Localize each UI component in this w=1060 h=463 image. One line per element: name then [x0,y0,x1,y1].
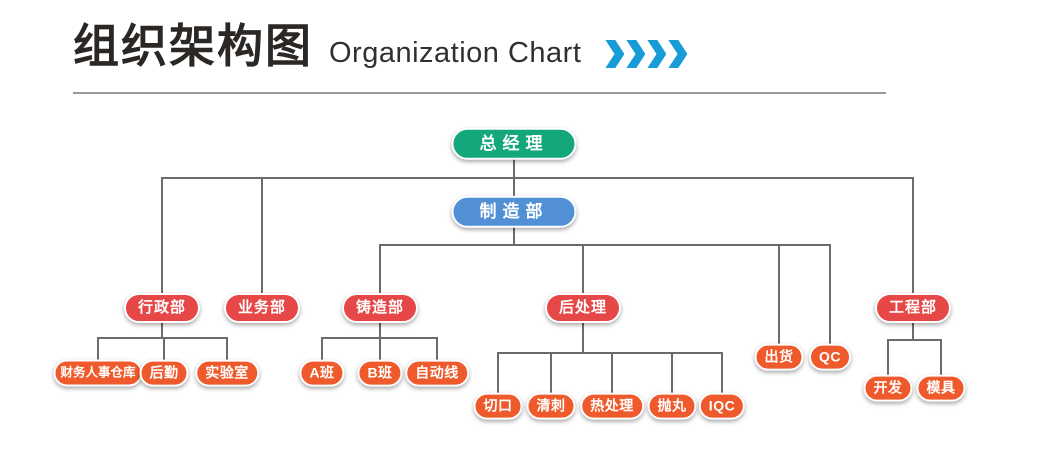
connector-line [97,338,99,362]
connector-line [912,178,914,295]
org-node-business-dept: 业务部 [223,293,301,323]
chevron-icon [626,40,646,68]
org-node-admin-dept: 行政部 [123,293,201,323]
connector-line [379,245,381,295]
connector-line [829,245,831,345]
chevron-icon [668,40,688,68]
chevron-icon [647,40,667,68]
org-node-shipping: 出货 [754,343,804,371]
connector-line [550,353,552,395]
org-node-finance-hr-warehouse: 财务人事仓库 [53,359,143,387]
connector-line [163,338,165,362]
connector-line [436,338,438,362]
connector-line [321,338,323,362]
connector-line [513,226,515,245]
org-node-cutting: 切口 [473,392,523,420]
page-header: 组织架构图 Organization Chart [73,14,689,78]
connector-line [582,321,584,353]
connector-line [778,245,780,345]
connector-line [379,321,381,338]
connector-line [940,340,942,377]
org-node-laboratory: 实验室 [195,359,259,387]
page-title-chinese: 组织架构图 [73,20,313,72]
chevron-arrows-icon [605,40,689,68]
connector-line [513,178,515,199]
connector-line [721,353,723,395]
connector-line [887,339,942,341]
org-node-qc: QC [809,343,851,371]
connector-line [226,338,228,362]
org-node-iqc: IQC [698,392,746,420]
page-title-english: Organization Chart [329,36,582,69]
connector-line [887,340,889,377]
org-node-logistics: 后勤 [139,359,189,387]
org-node-general-manager: 总经理 [451,127,577,161]
org-node-manufacturing-dept: 制造部 [451,195,577,229]
connector-line [379,244,831,246]
org-node-auto-line: 自动线 [405,359,469,387]
connector-line [671,353,673,395]
org-node-shift-b: B班 [357,359,403,387]
connector-line [161,321,163,338]
org-node-heat-treatment: 热处理 [580,392,644,420]
connector-line [497,353,499,395]
org-node-casting-dept: 铸造部 [341,293,419,323]
org-node-mold: 模具 [916,374,966,402]
chevron-icon [605,40,625,68]
connector-line [379,338,381,362]
connector-line [261,178,263,295]
header-divider [73,92,886,94]
connector-line [513,158,515,178]
connector-line [161,178,163,295]
connector-line [161,177,914,179]
org-node-post-processing: 后处理 [544,293,622,323]
org-node-development: 开发 [863,374,913,402]
connector-line [912,321,914,340]
connector-line [497,352,723,354]
connector-line [582,245,584,295]
connector-line [97,337,228,339]
org-node-deburring: 清刺 [526,392,576,420]
org-node-shift-a: A班 [299,359,345,387]
org-node-engineering-dept: 工程部 [874,293,952,323]
org-node-shot-blasting: 抛丸 [647,392,697,420]
connector-line [611,353,613,395]
